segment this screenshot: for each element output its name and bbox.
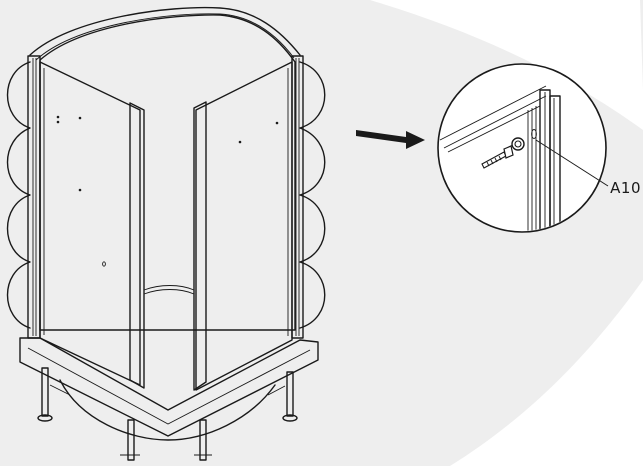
part-label-a10: A10 (610, 179, 641, 197)
shower-tray (19, 337, 319, 437)
curved-top-rail (29, 6, 301, 56)
background-shape-right (640, 0, 643, 90)
right-arrow-icon (356, 130, 425, 149)
mounting-hole (531, 129, 537, 139)
hole-marker (238, 140, 242, 144)
back-panel (39, 14, 296, 331)
left-door-panel (129, 102, 145, 389)
hole-marker (102, 261, 106, 267)
shower-enclosure (6, 6, 326, 461)
hole-marker (78, 116, 82, 120)
hole-marker (78, 188, 82, 192)
screw-icon (481, 145, 514, 169)
hole-marker (275, 121, 279, 125)
right-fixed-panel (195, 61, 293, 391)
washer-icon (511, 137, 525, 151)
tray-apron (59, 379, 276, 441)
tray-legs (37, 367, 298, 461)
hole-marker (56, 120, 60, 124)
left-seal-profile (6, 61, 31, 329)
right-seal-profile (299, 61, 326, 329)
leader-line (535, 139, 609, 187)
right-door-panel (193, 101, 207, 391)
detail-callout (437, 63, 609, 233)
hole-marker (56, 115, 60, 119)
